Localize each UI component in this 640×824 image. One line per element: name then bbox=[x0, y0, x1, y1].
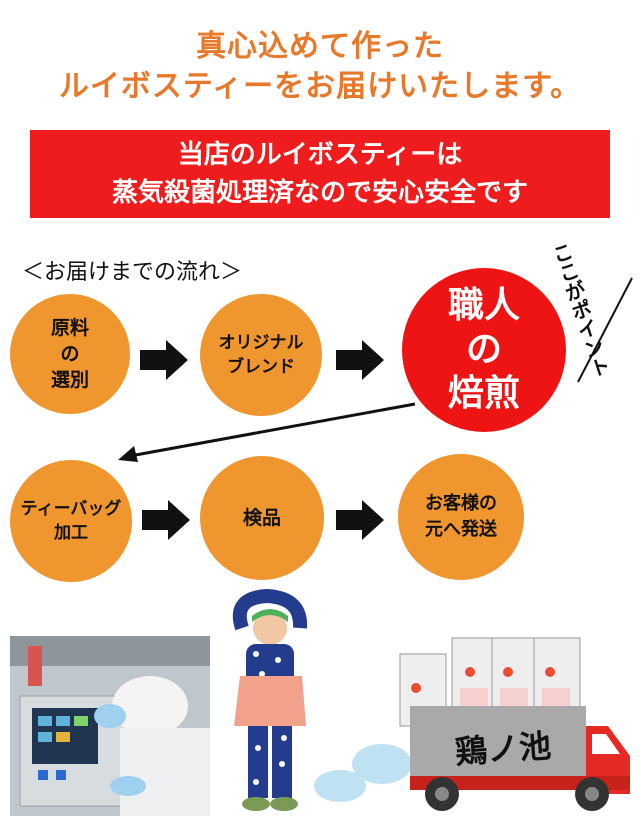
banner-line-2: 蒸気殺菌処理済なので安心安全です bbox=[111, 178, 528, 208]
headline-line-2: ルイボスティーをお届けいたします。 bbox=[58, 69, 582, 104]
banner-line-1: 当店のルイボスティーは bbox=[177, 140, 463, 170]
delivery-truck-illustration: 鶏ノ池 bbox=[312, 626, 634, 818]
flow-arrow-right-icon bbox=[140, 340, 188, 380]
flow-arrow-right-icon bbox=[336, 500, 384, 540]
step-circle-blend: オリジナル ブレンド bbox=[200, 294, 322, 416]
flow-arrow-right-icon bbox=[336, 340, 384, 380]
step-circle-roasting: 職人 の 焙煎 bbox=[402, 268, 566, 432]
safety-banner: 当店のルイボスティーは 蒸気殺菌処理済なので安心安全です bbox=[30, 130, 610, 218]
factory-photo bbox=[10, 636, 210, 816]
flow-arrow-right-icon bbox=[142, 500, 190, 540]
step-circle-sorting: 原料 の 選別 bbox=[10, 294, 130, 414]
point-underline bbox=[577, 277, 633, 383]
step-circle-shipping: お客様の 元へ発送 bbox=[398, 454, 524, 580]
headline-line-1: 真心込めて作った bbox=[196, 29, 444, 64]
truck-sign: 鶏ノ池 bbox=[453, 726, 553, 772]
grandmother-mascot bbox=[212, 588, 332, 816]
step-circle-inspection: 検品 bbox=[200, 456, 324, 580]
flow-return-arrow-icon bbox=[118, 402, 416, 462]
step-circle-teabag: ティーバッグ 加工 bbox=[10, 460, 132, 582]
flow-title: ＜お届けまでの流れ＞ bbox=[22, 260, 243, 285]
